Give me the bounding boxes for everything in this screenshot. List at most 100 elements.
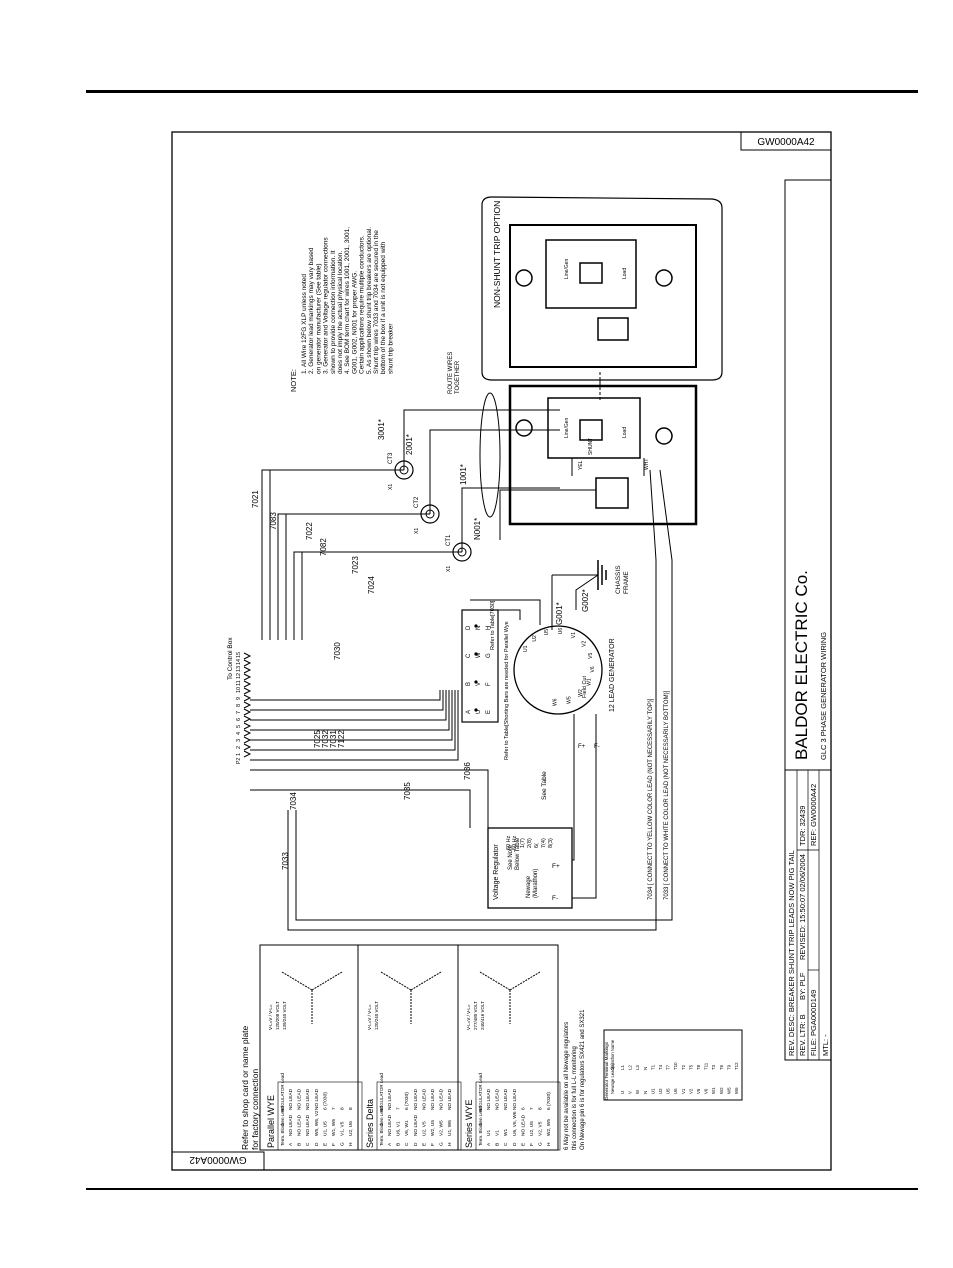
terminal-letter: N [476,626,482,630]
regulator-marathon: (Marathon) [533,869,539,898]
terminal-note-2: Refer to Table[7030] [490,600,496,650]
marking-col: Newage Lead(s) [610,1063,615,1094]
section-row-lead: NO LEAD [413,1114,419,1136]
pin-marker [243,701,252,709]
pin-number: 3 [236,739,242,742]
ct-wire-label: 7082 [319,538,328,556]
rev-by: BY: PLF [798,972,807,1000]
note-line: Certain applications require multiple co… [359,235,366,374]
regulator-see-note: See Note [508,844,514,870]
section-volts: 240/416 VOLT [480,1001,485,1030]
ct-wire-label: 7024 [367,576,376,594]
note-line: G001, G002, N001 for proper AWG. [351,271,358,374]
terminal-stud [474,652,478,656]
wire [250,690,441,701]
control-wire-label: 7034 [289,792,298,810]
note-line: shown to provide connection information.… [330,250,337,374]
section-row-key: E [322,1143,328,1146]
section-row-reg: NO LEAD [430,1088,436,1110]
regulator-f-minus: F- [552,895,558,902]
section-row-key: G [340,1142,346,1146]
regulator-50hz: 50 Hz [512,835,518,850]
marking-marathon: T7 [666,1064,671,1070]
control-box-label: To Control Box [227,637,234,680]
marking-marathon: T1 [650,1064,655,1070]
section-row-key: B [396,1143,402,1146]
section-col: REGULATOR Lead [478,1073,483,1112]
revised-date: REVISED: 15:50:07 02/06/2004 [798,854,807,960]
generator-lead: U5 [544,629,550,636]
generator-lead: W2 [578,689,584,697]
marking-newage: V1 [681,1088,686,1094]
section-row-lead: V1 [495,1130,501,1136]
section-row-key: G [538,1142,544,1146]
section-table [475,1081,561,1151]
pin-marker [243,687,252,695]
section-row-key: A [288,1142,294,1146]
wire [285,513,430,640]
marking-rows: Newage Lead(s)Marathon NameUL1VL2WL3NNU1… [610,1039,739,1094]
section-col: REGULATOR Lead [280,1073,285,1112]
section-row-reg: NO LEAD [495,1088,501,1110]
tdr-number: TDR: 32439 [798,806,807,846]
pin-marker [243,715,252,723]
section-row-reg: 8 [340,1107,346,1110]
control-wire-label: 7033 [281,852,290,870]
section-col: Term. Block [280,1122,285,1146]
pin-number: 8 [236,704,242,707]
section-row-key: F [331,1143,337,1146]
marking-title: Generator Terminal Markings [604,1041,609,1100]
mtl-field: MTL: - [821,1034,830,1056]
wht-label: WHT [644,459,650,470]
section-title: Series Delta [365,1099,375,1148]
winding-sketch [479,971,541,1024]
pin-marker [243,673,252,681]
control-wire-label: 7031 [329,730,338,748]
marking-newage: V6 [704,1088,709,1094]
pin-number: 15 [236,652,242,658]
section-row-reg: 7 [331,1107,337,1110]
control-wire-label: 7032 [321,730,330,748]
section-row-lead: U2, U6 [348,1121,354,1136]
terminal-letter: G [486,653,492,658]
voltage-regulator: Voltage Regulator See Note Below Table N… [487,771,573,909]
winding-sketch [281,971,343,1024]
regulator-terminal: 2(8) [527,838,533,848]
mount-hole [515,269,533,287]
note-line: 1. All Wire 12FG XLP unless noted [301,274,308,374]
rev-desc: REV. DESC: BREAKER SHUNT TRIP LEADS NOW … [787,850,796,1056]
pin-number: 12 [236,673,242,679]
title-block: REV. DESC: BREAKER SHUNT TRIP LEADS NOW … [784,179,832,1061]
shunt-breaker-box: Line/Gen Load SHUNT YEL WHT [508,384,698,526]
terminal-stud [474,624,478,628]
main-wire-label: N001* [473,518,482,540]
control-wire-label: 7036 [463,762,472,780]
ct-mark: X1 [388,484,394,490]
section-row-reg: NO LEAD [439,1088,445,1110]
terminal-letter: U [476,710,482,714]
marking-marathon: T10 [673,1062,678,1070]
section-row-reg: NO LEAD [503,1088,509,1110]
note-line: 3. Generator and Voltage regulator conne… [323,237,330,374]
shunt-label: SHUNT [588,438,594,455]
ct-mark: X1 [446,566,452,572]
ground-wire-label: G001* [555,602,564,625]
marking-marathon: L1 [620,1065,625,1070]
section-row-reg: NO LEAD [512,1088,518,1110]
rev-ltr: REV. LTR: B [798,1014,807,1056]
regulator-newage: Newage [526,875,532,898]
pin-number: 6 [236,718,242,721]
section-table [376,1081,462,1151]
shunt-breaker [547,397,641,459]
pin-marker [243,708,252,716]
regulator-below-table: Below Table [515,837,521,870]
section-row-key: E [520,1143,526,1146]
control-wire-label: 7122 [337,730,346,748]
section-row-lead: NO LEAD [520,1114,526,1136]
wire [250,690,450,731]
pin-marker [243,694,252,702]
terminal-letter: F [486,682,492,686]
marking-table: Generator Terminal Markings Newage Lead(… [603,1029,743,1101]
